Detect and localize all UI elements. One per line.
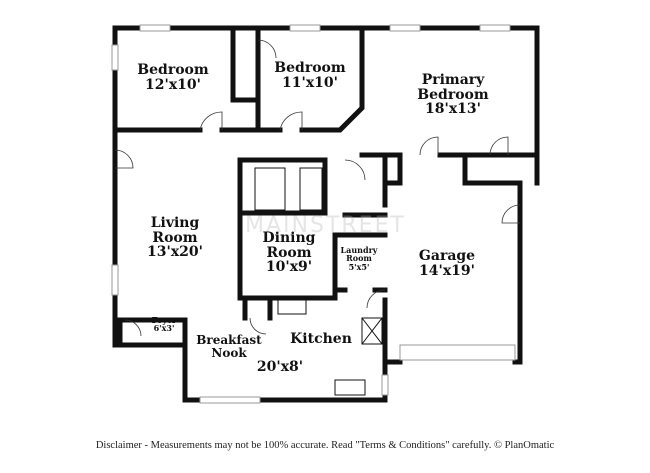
room-name: Room xyxy=(346,253,372,264)
room-name: Bedroom xyxy=(137,62,209,78)
room-size: 14'x19' xyxy=(419,262,475,279)
room-size: 6'x3' xyxy=(153,323,175,334)
room-size: 13'x20' xyxy=(147,244,203,261)
room-size: 5'x5' xyxy=(348,261,370,272)
room-size: 18'x13' xyxy=(425,101,481,118)
watermark-logo: MAINSTREET xyxy=(245,213,406,238)
room-name: Foyer xyxy=(151,315,177,325)
doors xyxy=(114,39,521,396)
room-name: Dining xyxy=(262,230,316,246)
disclaimer-text: Disclaimer - Measurements may not be 100… xyxy=(95,440,555,451)
room-name: Nook xyxy=(211,345,247,360)
room-kitchen-size: 20'x8' xyxy=(256,359,304,375)
room-name: Room xyxy=(152,229,198,246)
room-name: Garage xyxy=(418,248,476,264)
room-name: Breakfast xyxy=(196,333,262,347)
room-kitchen-name: Kitchen xyxy=(290,331,352,347)
room-size: 12'x10' xyxy=(145,76,201,93)
room-name: Bedroom xyxy=(417,86,489,103)
room-name: Living xyxy=(150,215,200,231)
room-name: Bedroom xyxy=(274,60,346,76)
room-name: Room xyxy=(266,244,312,261)
room-size: 10'x9' xyxy=(265,259,313,276)
room-name: Primary xyxy=(421,72,485,88)
room-size: 11'x10' xyxy=(282,74,338,91)
windows xyxy=(111,24,516,404)
room-name: Laundry xyxy=(340,245,378,255)
walls xyxy=(112,25,540,403)
